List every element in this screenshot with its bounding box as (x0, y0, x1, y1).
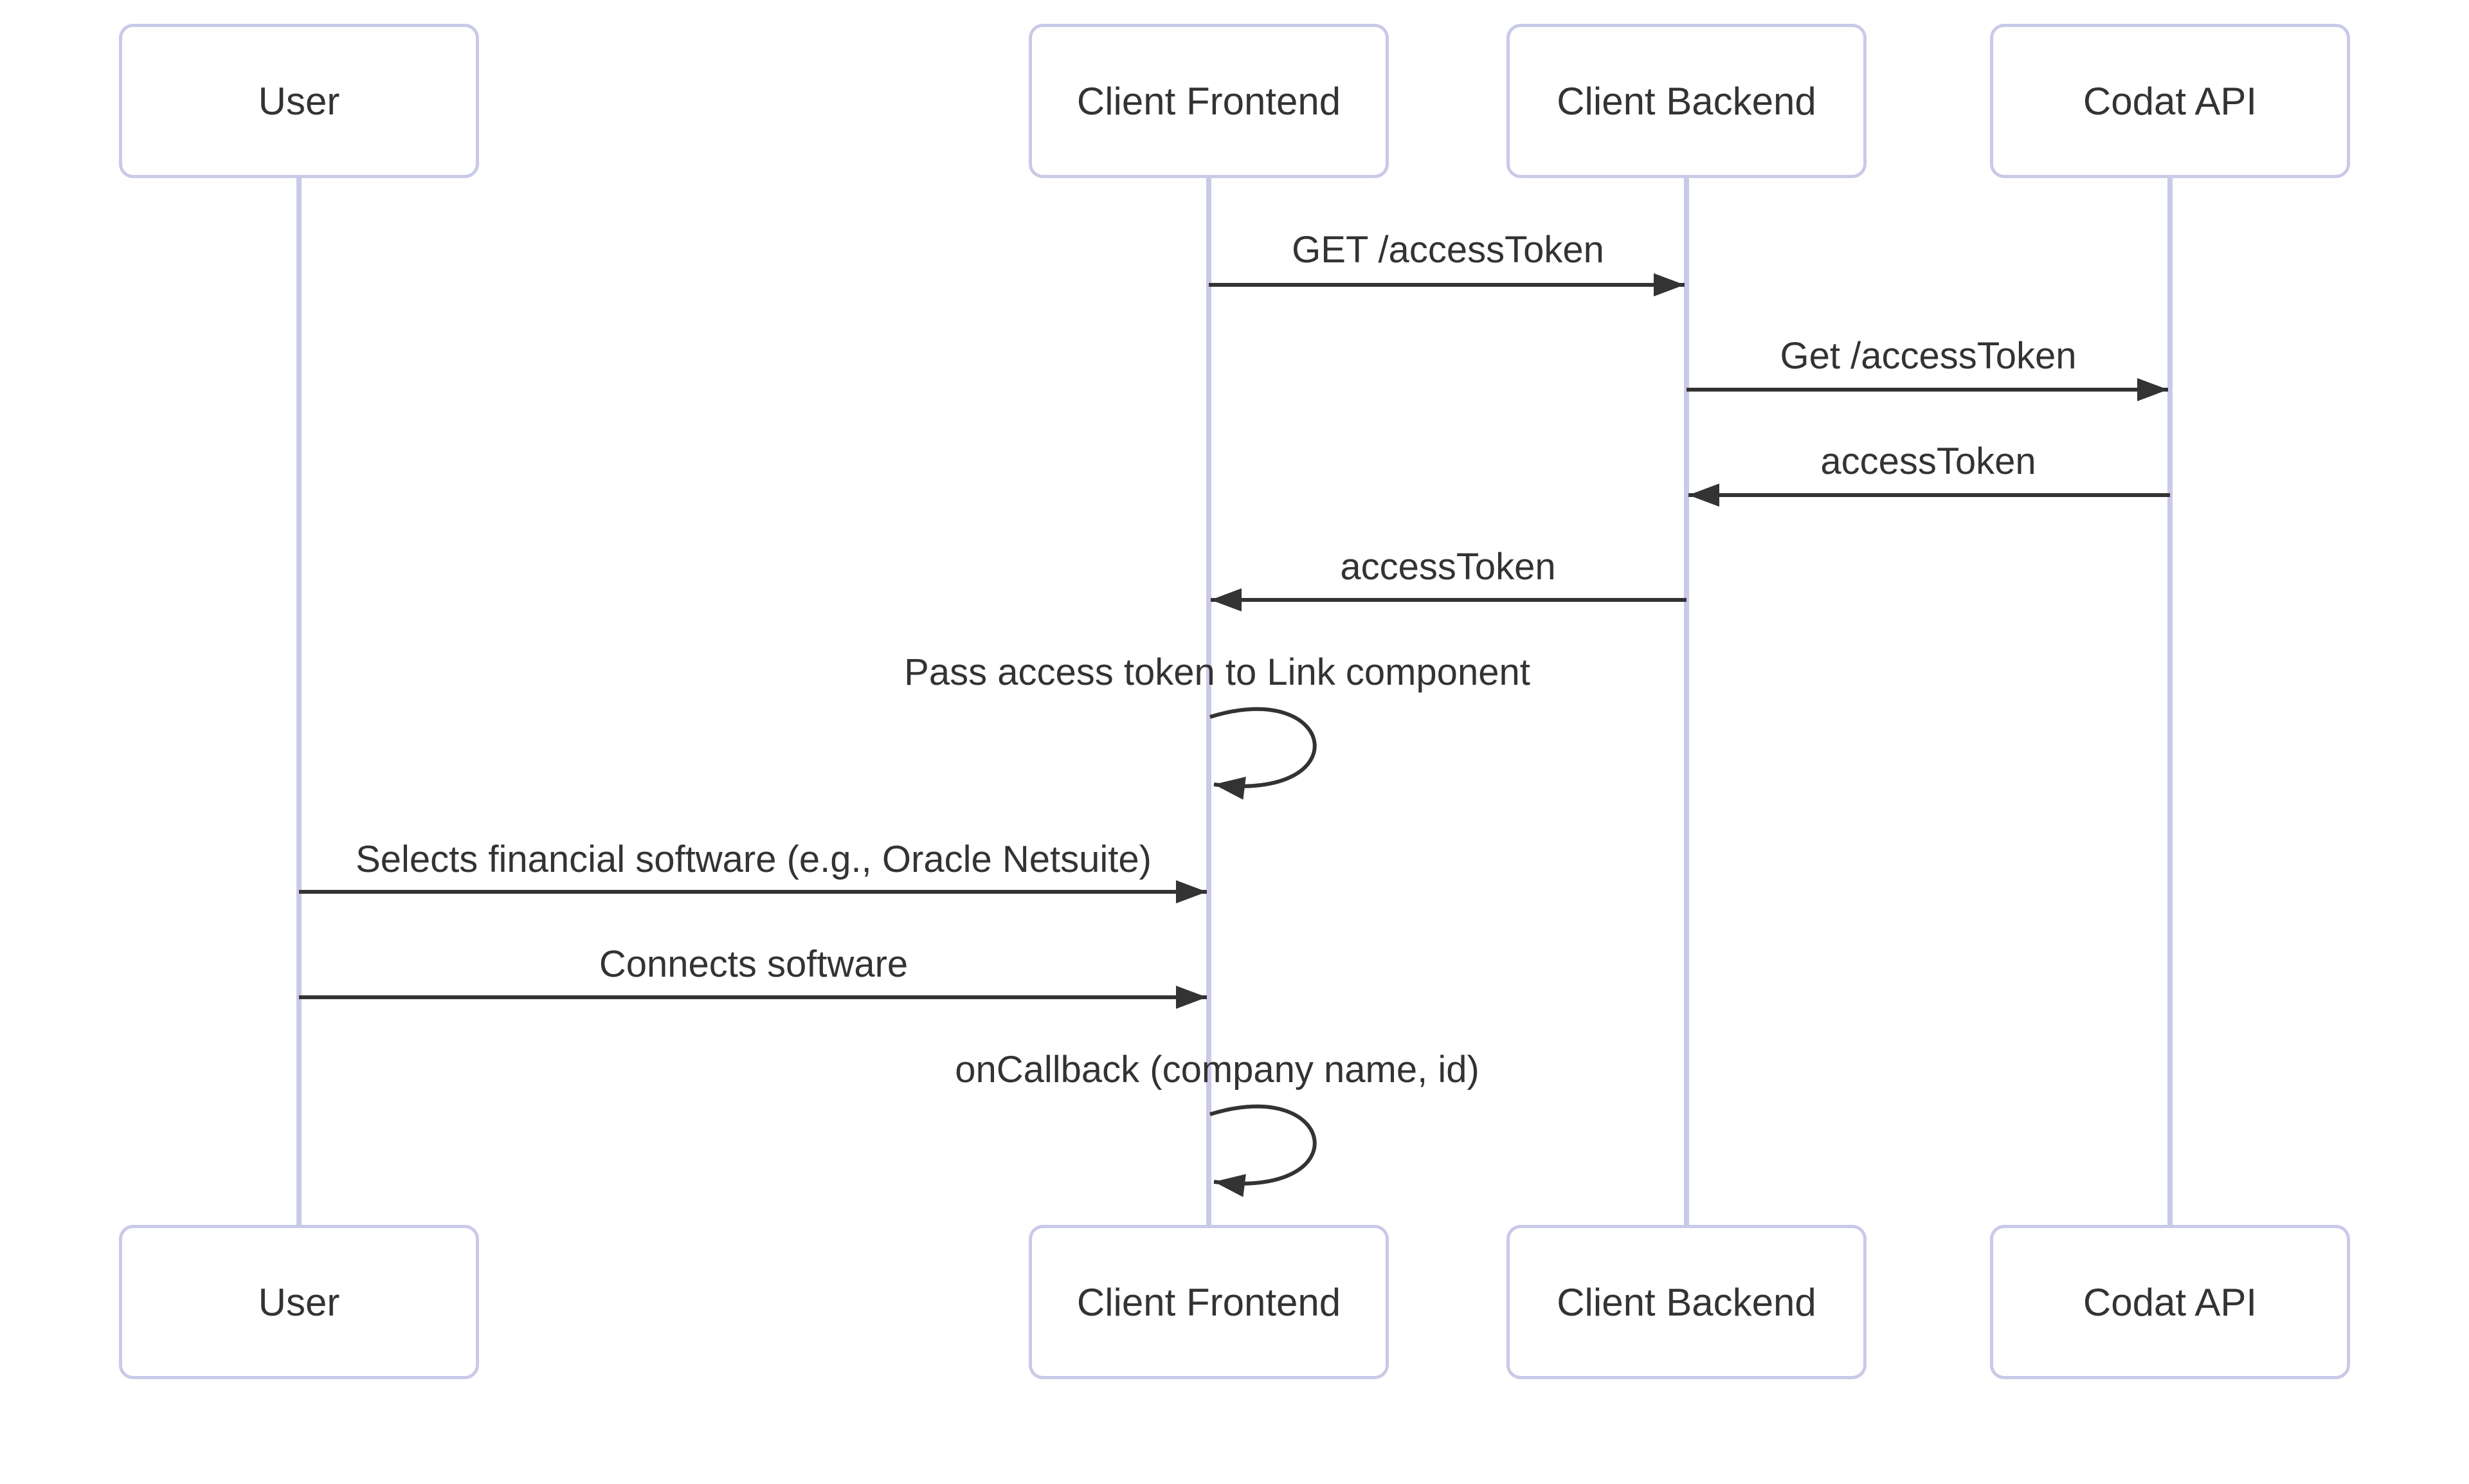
message-label-connects-software: Connects software (599, 943, 909, 985)
actor-label: Codat API (2083, 79, 2257, 123)
message-label-accesstoken-to-frontend: accessToken (1340, 546, 1556, 588)
actor-label: Codat API (2083, 1280, 2257, 1324)
actor-bottom-client-backend: Client Backend (1506, 1225, 1867, 1379)
actor-top-client-frontend: Client Frontend (1029, 24, 1389, 178)
actor-top-user: User (119, 24, 479, 178)
message-label-get-accesstoken-codat: Get /accessToken (1780, 335, 2077, 377)
actor-label: Client Backend (1557, 79, 1816, 123)
actor-bottom-codat-api: Codat API (1990, 1225, 2350, 1379)
message-label-selects-software: Selects financial software (e.g., Oracle… (356, 838, 1152, 880)
actor-label: Client Frontend (1076, 1280, 1341, 1324)
message-label-get-accesstoken: GET /accessToken (1292, 229, 1604, 271)
message-label-pass-access-token: Pass access token to Link component (904, 651, 1530, 693)
actor-top-codat-api: Codat API (1990, 24, 2350, 178)
self-loop-oncallback (1209, 1104, 1317, 1197)
actor-label: User (258, 79, 340, 123)
actor-label: User (258, 1280, 340, 1324)
actor-bottom-client-frontend: Client Frontend (1029, 1225, 1389, 1379)
message-label-oncallback: onCallback (company name, id) (955, 1049, 1479, 1090)
message-label-accesstoken-return: accessToken (1820, 440, 2036, 482)
actor-top-client-backend: Client Backend (1506, 24, 1867, 178)
self-loop-pass-access-token (1209, 707, 1317, 800)
actor-label: Client Backend (1557, 1280, 1816, 1324)
actor-label: Client Frontend (1076, 79, 1341, 123)
actor-bottom-user: User (119, 1225, 479, 1379)
